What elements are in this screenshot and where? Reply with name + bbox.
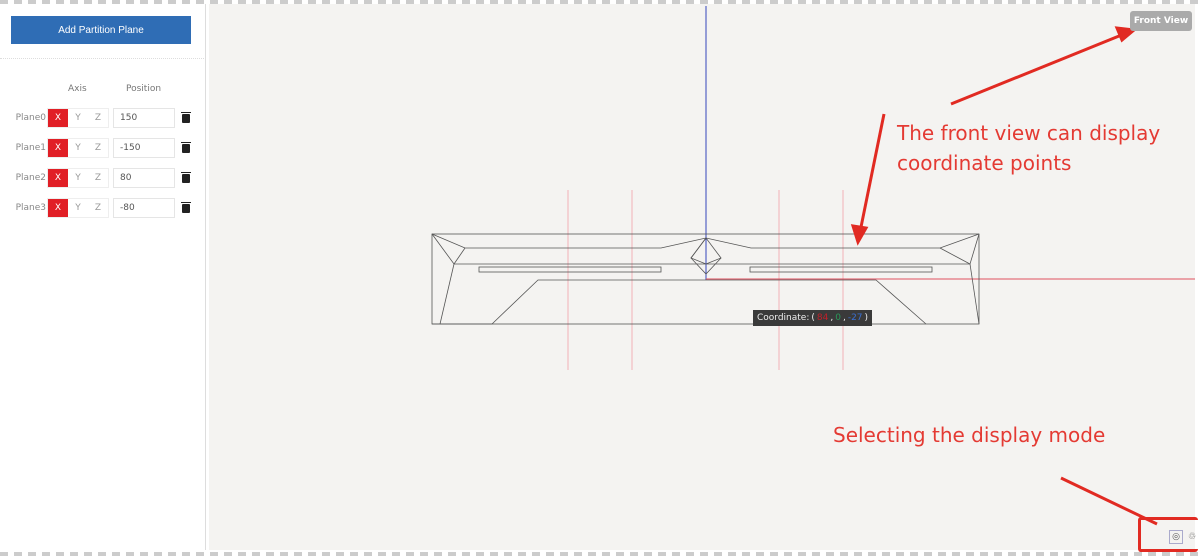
model-wireframe xyxy=(431,6,1195,526)
annotation-display-mode: Selecting the display mode xyxy=(833,423,1106,447)
position-input[interactable]: 150 xyxy=(113,108,175,128)
add-partition-plane-button[interactable]: Add Partition Plane xyxy=(11,16,191,44)
axis-option-z[interactable]: Z xyxy=(94,113,102,123)
bottom-border xyxy=(0,552,1200,556)
axis-option-y[interactable]: Y xyxy=(75,113,81,123)
plane-name: Plane1 xyxy=(15,143,46,153)
trash-icon[interactable] xyxy=(181,141,191,153)
partition-panel: Add Partition Plane Axis Position Plane0… xyxy=(0,4,206,550)
axis-option-x[interactable]: X xyxy=(48,199,68,217)
axis-header: Axis xyxy=(68,84,87,94)
coord-z: -27 xyxy=(847,313,863,323)
divider xyxy=(0,58,206,59)
axis-option-y[interactable]: Y xyxy=(75,173,81,183)
axis-option-y[interactable]: Y xyxy=(75,143,81,153)
trash-icon[interactable] xyxy=(181,111,191,123)
position-input[interactable]: 80 xyxy=(113,168,175,188)
axis-option-y[interactable]: Y xyxy=(75,203,81,213)
paren: ( xyxy=(811,313,815,323)
paren: ) xyxy=(864,313,869,323)
axis-option-x[interactable]: X xyxy=(48,139,68,157)
axis-option-z[interactable]: Z xyxy=(94,203,102,213)
3d-viewport[interactable]: Front View Coordinate: ( 84 , 0 , -27 ) xyxy=(209,4,1195,550)
top-border xyxy=(0,0,1200,4)
annotation-front-view-2: coordinate points xyxy=(897,151,1072,175)
comma: , xyxy=(842,313,846,323)
wireframe-mode-icon[interactable]: ♲ xyxy=(1187,532,1197,542)
position-input[interactable]: -80 xyxy=(113,198,175,218)
plane-name: Plane3 xyxy=(15,203,46,213)
annotation-front-view-1: The front view can display xyxy=(897,121,1161,145)
trash-icon[interactable] xyxy=(181,201,191,213)
coordinate-tooltip: Coordinate: ( 84 , 0 , -27 ) xyxy=(753,310,873,326)
trash-icon[interactable] xyxy=(181,171,191,183)
annotation-highlight-box xyxy=(1138,517,1198,552)
position-input[interactable]: -150 xyxy=(113,138,175,158)
axis-option-x[interactable]: X xyxy=(48,109,68,127)
position-header: Position xyxy=(126,84,162,94)
axis-option-z[interactable]: Z xyxy=(94,173,102,183)
coord-y: 0 xyxy=(835,313,841,323)
axis-option-x[interactable]: X xyxy=(48,169,68,187)
axis-option-z[interactable]: Z xyxy=(94,143,102,153)
comma: , xyxy=(830,313,834,323)
coordinate-label: Coordinate: xyxy=(757,313,810,323)
plane-name: Plane2 xyxy=(15,173,46,183)
plane-name: Plane0 xyxy=(15,113,46,123)
front-view-button[interactable]: Front View xyxy=(1130,11,1192,31)
coord-x: 84 xyxy=(816,313,829,323)
solid-mode-icon[interactable]: ◎ xyxy=(1169,530,1183,544)
